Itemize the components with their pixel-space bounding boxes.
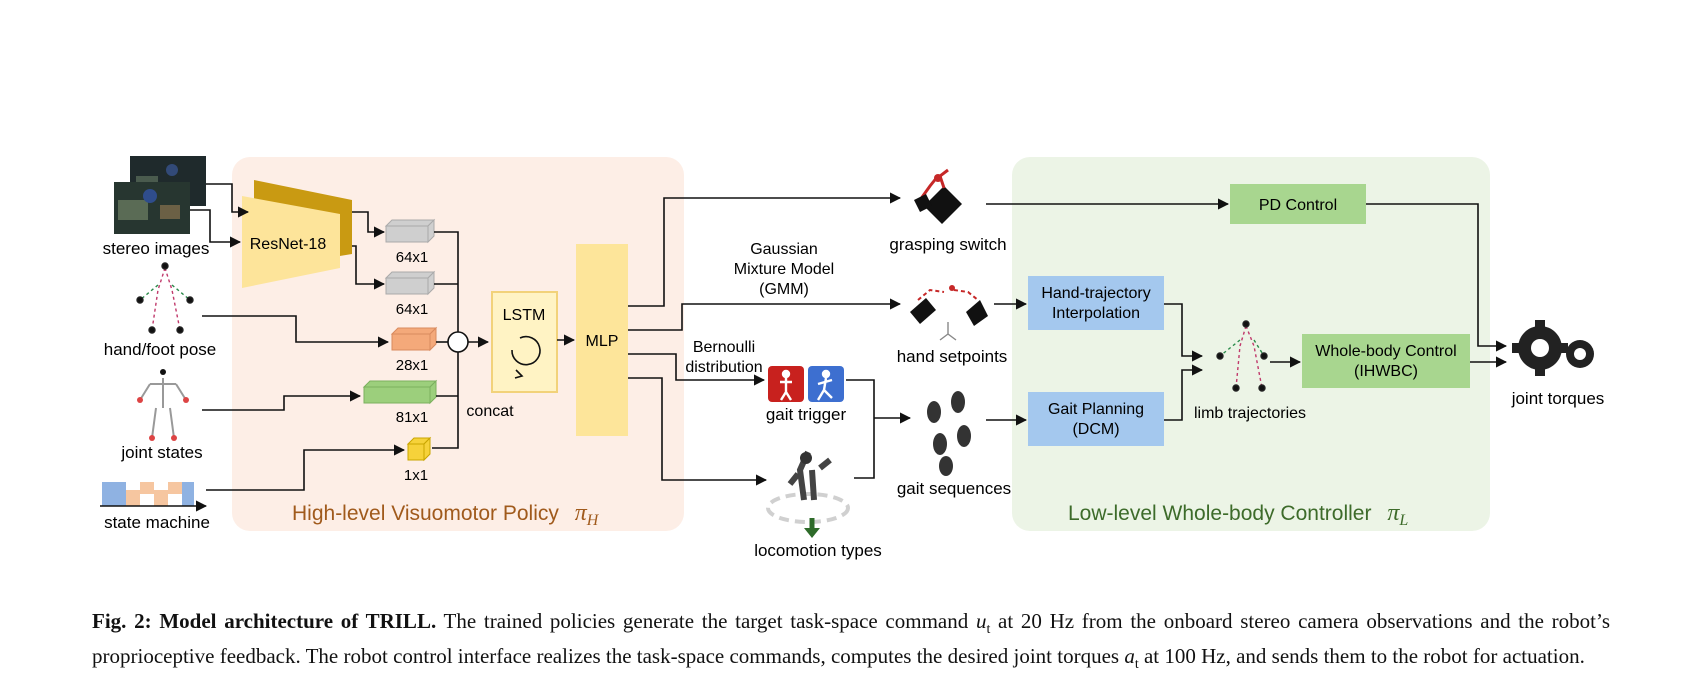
- caption-var-a: a: [1124, 644, 1135, 669]
- caption-text-2: at 20 Hz from the onboard stereo camera …: [92, 609, 1610, 669]
- gmm-label-line3: (GMM): [759, 281, 809, 298]
- mlp-label: MLP: [586, 333, 619, 350]
- wbc-label-1: Whole-body Control: [1315, 343, 1456, 360]
- caption-text-1: The trained policies generate the target…: [436, 609, 976, 633]
- stereo-images-label: stereo images: [103, 239, 210, 258]
- caption-title: Model architecture of TRILL.: [159, 609, 437, 633]
- caption-sub-t2: t: [1134, 657, 1139, 673]
- resnet-feature-arrows: [352, 211, 386, 290]
- concat-node: [447, 331, 469, 353]
- hand-traj-label-1: Hand-trajectory: [1041, 285, 1150, 302]
- feature-cube-2: [384, 270, 436, 296]
- limb-trajectories-figure: [1216, 320, 1268, 392]
- recurrent-icon: [511, 335, 541, 379]
- wbc-box: [1302, 334, 1470, 388]
- joint-states-label: joint states: [120, 443, 202, 462]
- hand-foot-pose-label: hand/foot pose: [104, 340, 216, 359]
- bernoulli-label-line2: distribution: [685, 359, 762, 376]
- hand-traj-box: [1028, 276, 1164, 330]
- feature-cube-5: [406, 436, 432, 462]
- limb-trajectories-label: limb trajectories: [1194, 405, 1306, 422]
- gears-icon: [1512, 320, 1594, 376]
- grasping-switch-label: grasping switch: [889, 235, 1006, 254]
- dim-label-5: 1x1: [404, 467, 428, 484]
- bernoulli-label-line1: Bernoulli: [693, 339, 755, 356]
- state-machine-strip: [100, 482, 208, 512]
- grasping-switch-icon: [914, 168, 962, 224]
- gmm-label-line2: Mixture Model: [734, 261, 834, 278]
- gait-planning-label-2: (DCM): [1072, 421, 1119, 438]
- image-arrows: [190, 183, 250, 248]
- lstm-label: LSTM: [503, 307, 546, 324]
- feature-cube-3: [390, 326, 438, 352]
- wbc-label-2: (IHWBC): [1354, 363, 1418, 380]
- figure-caption: Fig. 2: Model architecture of TRILL. The…: [92, 608, 1610, 678]
- stereo-images-picture: [114, 156, 206, 234]
- gait-trigger-icons: [768, 366, 844, 402]
- lstm-box: [491, 291, 558, 393]
- pd-control-box: [1230, 184, 1366, 224]
- footprints-icon: [927, 391, 971, 476]
- dim-label-3: 28x1: [396, 357, 429, 374]
- feature-cube-4: [362, 379, 438, 405]
- caption-label: Fig. 2:: [92, 609, 152, 633]
- gmm-label-line1: Gaussian: [750, 241, 818, 258]
- pd-control-label: PD Control: [1259, 197, 1337, 214]
- gait-trigger-label: gait trigger: [766, 405, 847, 424]
- joint-states-figure: [137, 369, 189, 441]
- feature-cube-1: [384, 218, 436, 244]
- gait-planning-box: [1028, 392, 1164, 446]
- resnet-block: [242, 180, 352, 288]
- caption-text-3: at 100 Hz, and sends them to the robot f…: [1138, 644, 1585, 669]
- caption-var-u: u: [975, 609, 987, 633]
- mlp-box: [576, 244, 628, 436]
- gait-merge-arrows: [846, 379, 912, 479]
- high-level-title: High-level Visuomotor Policy πH: [292, 500, 600, 529]
- locomotion-robot-icon: [766, 450, 850, 538]
- joint-torques-label: joint torques: [1511, 389, 1605, 408]
- gait-planning-label-1: Gait Planning: [1048, 401, 1144, 418]
- locomotion-types-label: locomotion types: [754, 541, 882, 560]
- low-level-title: Low-level Whole-body Controller πL: [1068, 500, 1408, 529]
- hand-foot-pose-figure: [136, 262, 194, 334]
- hand-setpoints-label: hand setpoints: [897, 347, 1008, 366]
- gait-sequences-label: gait sequences: [897, 479, 1011, 498]
- mlp-output-arrows: [628, 192, 902, 486]
- concat-label: concat: [466, 403, 514, 420]
- dim-label-1: 64x1: [396, 249, 429, 266]
- dim-label-2: 64x1: [396, 301, 429, 318]
- resnet-label: ResNet-18: [250, 236, 327, 253]
- caption-sub-t1: t: [986, 622, 991, 638]
- input-feature-arrows: [202, 315, 406, 491]
- hand-traj-label-2: Interpolation: [1052, 305, 1140, 322]
- hand-setpoints-icon: [910, 285, 988, 341]
- state-machine-label: state machine: [104, 513, 210, 532]
- controller-arrows: [986, 198, 1508, 426]
- dim-label-4: 81x1: [396, 409, 429, 426]
